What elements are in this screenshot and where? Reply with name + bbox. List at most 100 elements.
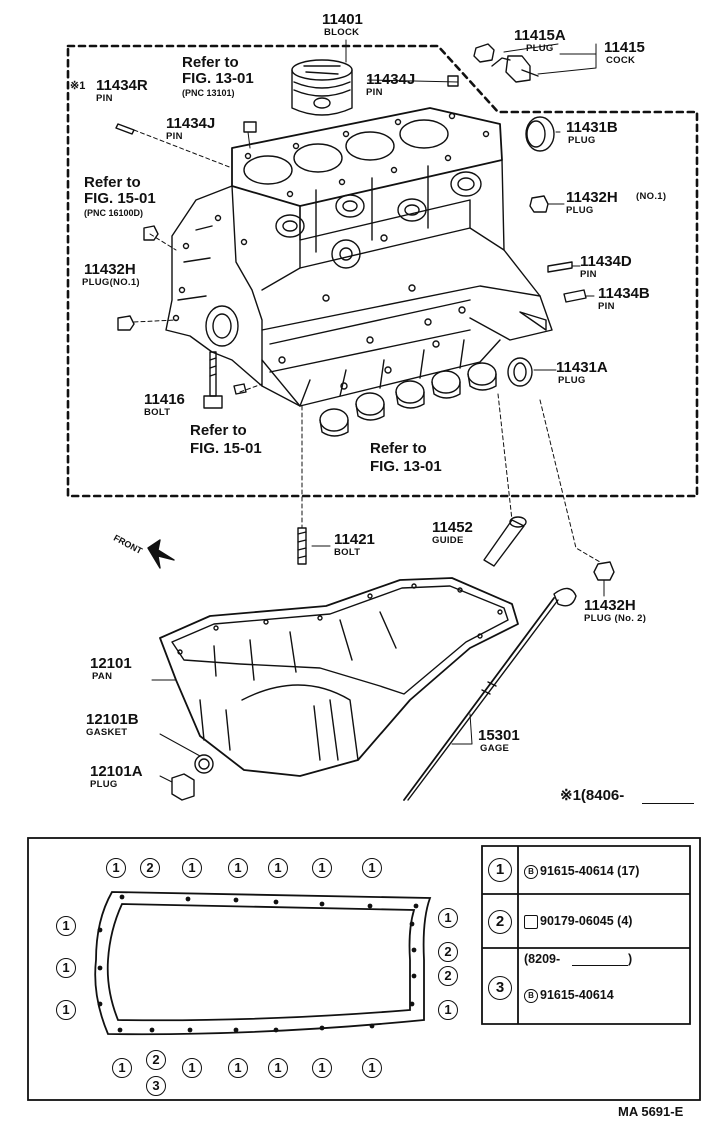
- part-name-plug-11431a: PLUG: [558, 375, 586, 386]
- bolt-position-left-2: 1: [56, 958, 76, 978]
- refer-fig13-top-pnc: (PNC 13101): [182, 88, 235, 98]
- part-name-pin-11434j-top: PIN: [366, 87, 383, 98]
- part-number-11434d: 11434D: [580, 253, 632, 270]
- date-note: ※1(8406-: [560, 787, 625, 804]
- bolt-position-bottom-2: 2: [146, 1050, 166, 1070]
- refer-fig15-left-pnc: (PNC 16100D): [84, 208, 144, 218]
- part-number-11434j-mid: 11434J: [166, 115, 216, 132]
- plug-11431b-illustration: [525, 116, 555, 152]
- bolt-position-right-1: 1: [438, 908, 458, 928]
- table-row-3-value: 91615-40614: [540, 988, 614, 1002]
- part-number-11432h-right: 11432H: [566, 189, 618, 206]
- part-number-11415a: 11415A: [514, 27, 566, 44]
- part-name-pan: PAN: [92, 671, 113, 682]
- part-name-plug-11432h-left: PLUG(NO.1): [82, 277, 140, 288]
- nut-icon: [524, 914, 538, 929]
- guide-11452-illustration: [483, 516, 527, 567]
- footer-code: MA 5691-E: [618, 1104, 684, 1119]
- bolt-position-bottom-5: 1: [268, 1058, 288, 1078]
- refer-fig15-bottom-line1: Refer to: [190, 422, 247, 439]
- table-key-1: 1: [488, 858, 512, 882]
- plug-11432h-no2-illustration: [593, 561, 615, 581]
- bolt-position-right-4: 1: [438, 1000, 458, 1020]
- refer-fig13-bottom-line1: Refer to: [370, 440, 427, 457]
- bolt-position-bottom-4: 1: [228, 1058, 248, 1078]
- pan-gasket-outline: [94, 891, 432, 1036]
- part-name-plug-11432h-right: PLUG: [566, 205, 594, 216]
- part-name-pin-11434r: PIN: [96, 93, 113, 104]
- asterisk-mark: ※1: [70, 80, 86, 92]
- part-note-11432h-right: (NO.1): [636, 191, 667, 202]
- bolt-position-bottom-1: 1: [112, 1058, 132, 1078]
- table-key-3: 3: [488, 976, 512, 1000]
- part-number-11421: 11421: [334, 531, 375, 548]
- part-name-bolt-11416: BOLT: [144, 407, 171, 418]
- stud-11421-illustration: [297, 527, 307, 565]
- piston-illustration: [291, 59, 353, 116]
- bolt-position-top-2: 2: [140, 858, 160, 878]
- part-name-pin-11434b: PIN: [598, 301, 615, 312]
- part-number-11431b: 11431B: [566, 119, 618, 136]
- date-note-underline: [642, 803, 694, 804]
- refer-fig13-top-line2: FIG. 13-01: [182, 70, 254, 87]
- bolt-head-icon: B: [524, 864, 538, 879]
- part-number-12101a: 12101A: [90, 763, 143, 780]
- leader-lines: [133, 39, 605, 783]
- part-name-bolt-11421: BOLT: [334, 547, 361, 558]
- part-name-plug-12101a: PLUG: [90, 779, 118, 790]
- part-name-gasket: GASKET: [86, 727, 128, 738]
- part-name-guide: GUIDE: [432, 535, 464, 546]
- bolt-position-top-4: 1: [228, 858, 248, 878]
- part-name-pin-11434j-mid: PIN: [166, 131, 183, 142]
- bolt-position-left-1: 1: [56, 916, 76, 936]
- bolt-position-bottom-7: 1: [362, 1058, 382, 1078]
- part-name-pin-11434d: PIN: [580, 269, 597, 280]
- refer-fig13-bottom-line2: FIG. 13-01: [370, 458, 442, 475]
- bolt-position-top-5: 1: [268, 858, 288, 878]
- refer-fig13-top-line1: Refer to: [182, 54, 239, 71]
- part-name-block: BLOCK: [324, 27, 360, 38]
- block-assembly-boundary: [66, 44, 699, 498]
- plug-11432h-right-illustration: [529, 195, 549, 213]
- part-number-11434b: 11434B: [598, 285, 650, 302]
- part-name-cock: COCK: [606, 55, 636, 66]
- table-row-2-text: 90179-06045 (4): [524, 914, 632, 929]
- bolt-position-top-7: 1: [362, 858, 382, 878]
- refer-fig15-bottom-line2: FIG. 15-01: [190, 440, 262, 457]
- cock-illustration: [491, 55, 539, 83]
- date-note-close: [690, 788, 694, 804]
- bolt-head-icon: B: [524, 988, 538, 1003]
- bolt-table-outline: [481, 845, 691, 1025]
- refer-fig15-left-line1: Refer to: [84, 174, 141, 191]
- part-number-11416: 11416: [144, 391, 185, 408]
- gasket-bolt-holes: [97, 894, 419, 1033]
- part-number-11431a: 11431A: [556, 359, 608, 376]
- part-number-11452: 11452: [432, 519, 473, 536]
- bolt-position-top-1: 1: [106, 858, 126, 878]
- part-number-11434r: 11434R: [96, 77, 148, 94]
- pin-11434b-illustration: [563, 289, 587, 303]
- drain-plug-illustration: [171, 754, 214, 801]
- part-number-15301: 15301: [478, 727, 520, 744]
- part-number-11401: 11401: [322, 11, 363, 28]
- plug-11432h-left-illustration: [117, 225, 159, 331]
- table-row-3-date-end: ): [628, 952, 633, 966]
- pin-11434j-mid-illustration: [243, 121, 257, 133]
- dipstick-illustration: [403, 587, 577, 801]
- table-row-3-date-underline: [572, 965, 628, 966]
- bolt-position-left-3: 1: [56, 1000, 76, 1020]
- pin-11434r-illustration: [115, 123, 135, 135]
- bolt-position-top-3: 1: [182, 858, 202, 878]
- part-name-plug-11432h-no2: PLUG (No. 2): [584, 613, 647, 624]
- part-number-11432h-left: 11432H: [84, 261, 136, 278]
- bolt-position-right-2: 2: [438, 942, 458, 962]
- part-number-12101b: 12101B: [86, 711, 139, 728]
- part-number-11415: 11415: [604, 39, 645, 56]
- plug-11415a-illustration: [473, 43, 495, 63]
- bolt-position-top-6: 1: [312, 858, 332, 878]
- bolt-11416-illustration: [203, 351, 247, 409]
